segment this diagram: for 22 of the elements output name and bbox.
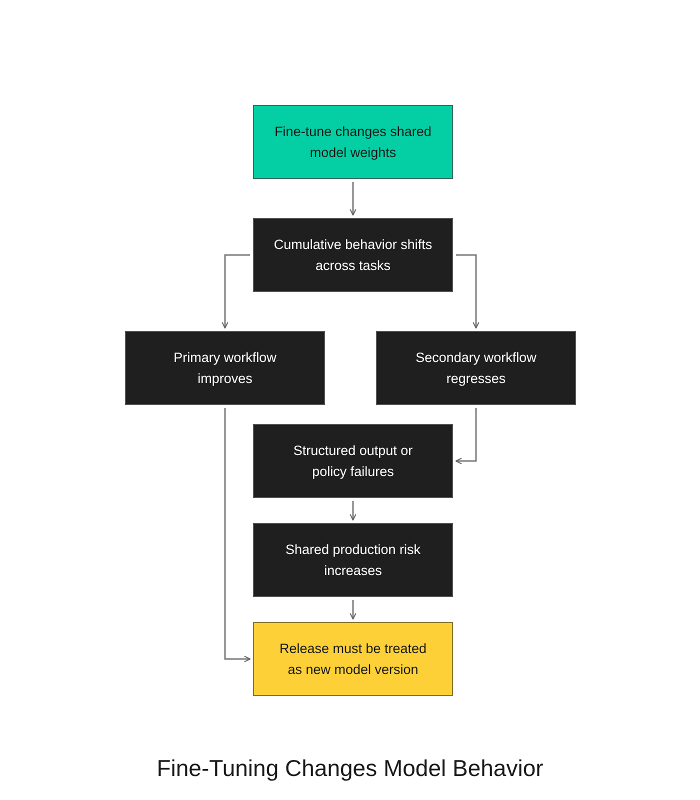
process-box <box>125 331 325 405</box>
node-label: Primary workflow improves <box>172 349 278 388</box>
process-box <box>253 523 453 597</box>
node-label: Cumulative behavior shifts across tasks <box>272 236 434 275</box>
process-box <box>376 331 576 405</box>
node-label: Secondary workflow regresses <box>414 349 538 388</box>
arrow <box>350 600 356 620</box>
start-box <box>253 105 453 179</box>
arrow <box>456 254 480 329</box>
outcome-box <box>253 622 453 696</box>
arrow <box>222 254 250 329</box>
arrow <box>350 182 356 216</box>
arrow <box>455 408 477 464</box>
arrow <box>350 501 356 521</box>
node-label: Shared production risk increases <box>284 541 422 580</box>
process-box <box>253 424 453 498</box>
node-label: Structured output or policy failures <box>292 442 414 481</box>
node-label: Release must be treated as new model version <box>278 640 428 679</box>
process-box <box>253 218 453 292</box>
node-label: Fine-tune changes shared model weights <box>274 123 432 162</box>
diagram-title: Fine-Tuning Changes Model Behavior <box>156 755 544 782</box>
arrow <box>224 408 251 662</box>
